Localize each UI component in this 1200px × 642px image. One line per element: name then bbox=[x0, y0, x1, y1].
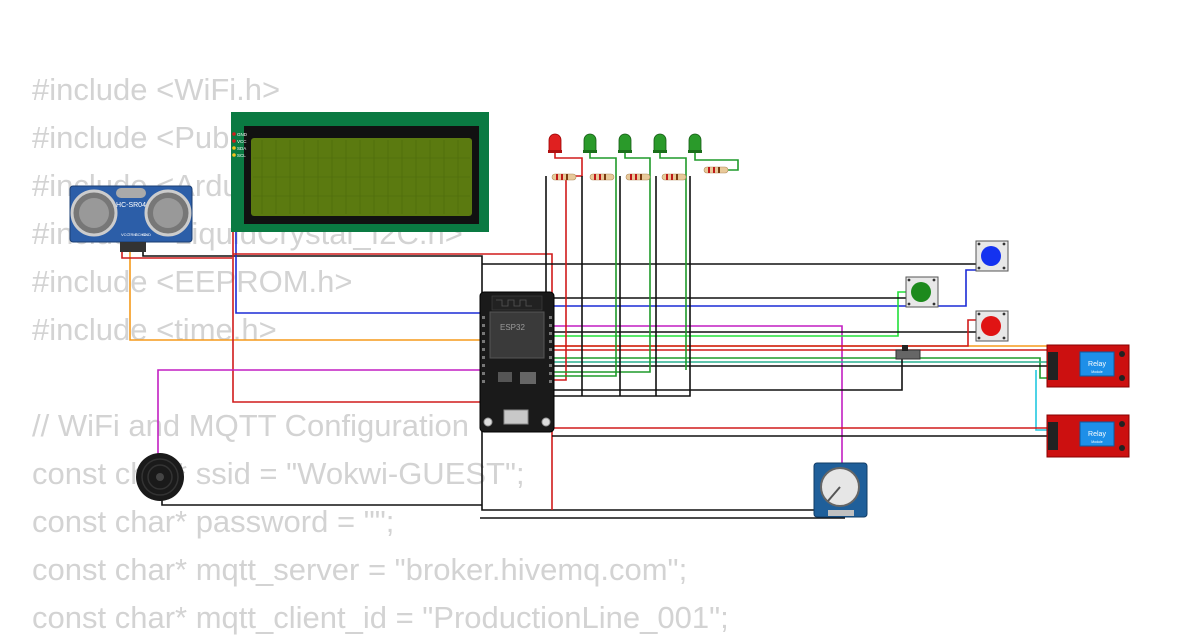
esp32-boot-button bbox=[541, 417, 551, 427]
wire-red-ultrasonic-vcc bbox=[121, 252, 232, 259]
relay-module-2[interactable]: Relay Module bbox=[1046, 414, 1130, 458]
relay-2-sublabel: Module bbox=[1091, 440, 1103, 444]
resistor-5[interactable] bbox=[703, 166, 729, 174]
wire-magenta-buzzer bbox=[157, 369, 490, 470]
lcd-pin-vcc: VCC bbox=[237, 139, 247, 144]
lcd-display[interactable]: GND VCC SDA SCL bbox=[231, 112, 489, 232]
button-blue[interactable] bbox=[975, 240, 1009, 272]
ultrasonic-pin-trig: TRIG bbox=[128, 232, 138, 237]
button-red[interactable] bbox=[975, 310, 1009, 342]
led-green-1[interactable] bbox=[583, 133, 597, 153]
relay-module-1[interactable]: Relay Module bbox=[1046, 344, 1130, 388]
ultrasonic-sensor[interactable]: HC-SR04 VCC TRIG ECHO GND bbox=[69, 185, 193, 252]
code-line: #include <WiFi.h> bbox=[32, 72, 281, 107]
wire-black-ultrasonic-gnd bbox=[142, 252, 820, 511]
wire-green-led2 bbox=[552, 152, 617, 377]
ultrasonic-pin-echo: ECHO bbox=[135, 232, 147, 237]
code-line: const char* password = ""; bbox=[32, 504, 395, 539]
led-green-2[interactable] bbox=[618, 133, 632, 153]
esp32-antenna bbox=[491, 295, 543, 311]
wire-black-slide bbox=[552, 356, 903, 391]
code-line: const char* mqtt_client_id = "Production… bbox=[32, 600, 729, 635]
resistor-3[interactable] bbox=[625, 173, 651, 181]
code-line: #include <time.h> bbox=[32, 312, 277, 347]
wire-black-buzzer bbox=[161, 490, 482, 506]
slide-switch[interactable] bbox=[895, 345, 921, 360]
lcd-pin-scl: SCL bbox=[237, 153, 246, 158]
buzzer[interactable] bbox=[136, 453, 184, 501]
code-line: #include <EEPROM.h> bbox=[32, 264, 353, 299]
relay-coil-2 bbox=[1079, 421, 1115, 447]
wire-red-btn bbox=[490, 319, 978, 347]
wire-cyan-relay2 bbox=[1035, 370, 1047, 431]
wire-red-lcd bbox=[232, 150, 490, 403]
ultrasonic-label: HC-SR04 bbox=[116, 202, 146, 209]
resistor-2[interactable] bbox=[589, 173, 615, 181]
relay-1-label: Relay bbox=[1088, 361, 1106, 368]
led-green-4[interactable] bbox=[688, 133, 702, 153]
wires bbox=[121, 145, 1047, 519]
esp32-label: ESP32 bbox=[500, 323, 525, 332]
lcd-pin-sda: SDA bbox=[237, 146, 246, 151]
led-green-3[interactable] bbox=[653, 133, 667, 153]
esp32-usb-port bbox=[503, 409, 529, 425]
relay-2-label: Relay bbox=[1088, 431, 1106, 438]
code-line: const char* mqtt_server = "broker.hivemq… bbox=[32, 552, 688, 587]
resistor-1[interactable] bbox=[551, 173, 577, 181]
button-green[interactable] bbox=[905, 276, 939, 308]
wire-green-relay bbox=[552, 357, 1047, 379]
wire-green-led4 bbox=[659, 152, 687, 370]
wire-green-led5 bbox=[694, 152, 739, 171]
esp32-module bbox=[489, 311, 545, 359]
potentiometer[interactable] bbox=[813, 462, 868, 518]
lcd-pin-gnd: GND bbox=[237, 132, 248, 137]
code-line: // WiFi and MQTT Configuration bbox=[32, 408, 470, 443]
wire-black-led-gnd bbox=[545, 176, 691, 397]
esp32-board[interactable]: ESP32 bbox=[479, 291, 555, 433]
ultrasonic-pin-vcc: VCC bbox=[121, 232, 130, 237]
wire-green-led3 bbox=[552, 152, 651, 373]
relay-1-sublabel: Module bbox=[1091, 370, 1103, 374]
wire-magenta-pot bbox=[490, 325, 843, 466]
led-red[interactable] bbox=[548, 133, 562, 153]
ultrasonic-pin-gnd: GND bbox=[142, 232, 151, 237]
resistor-4[interactable] bbox=[661, 173, 687, 181]
relay-coil-1 bbox=[1079, 351, 1115, 377]
wire-green-btn bbox=[490, 291, 908, 337]
esp32-reset-button bbox=[483, 417, 493, 427]
wire-blue-btn bbox=[490, 269, 978, 307]
